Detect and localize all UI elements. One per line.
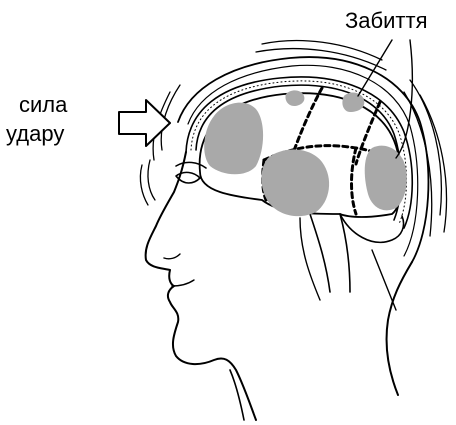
contusion-small-2 [342, 93, 364, 112]
contusion-frontal [204, 103, 263, 175]
mouth [172, 280, 194, 286]
label-leader-lines [358, 40, 412, 158]
impact-force-label-line-1: сила [19, 92, 67, 118]
brainstem-outline [310, 214, 330, 292]
neck-front [230, 370, 244, 420]
contusion-small-1 [285, 90, 304, 106]
eyebrow [176, 162, 206, 168]
contusion-occipital [365, 146, 407, 211]
impact-force-label-line-2: удару [6, 121, 64, 147]
neck-back [386, 262, 412, 395]
face-profile [146, 152, 256, 420]
contusion-label: Забиття [345, 8, 427, 34]
nostril [164, 254, 180, 259]
spinal-lines [300, 218, 396, 310]
